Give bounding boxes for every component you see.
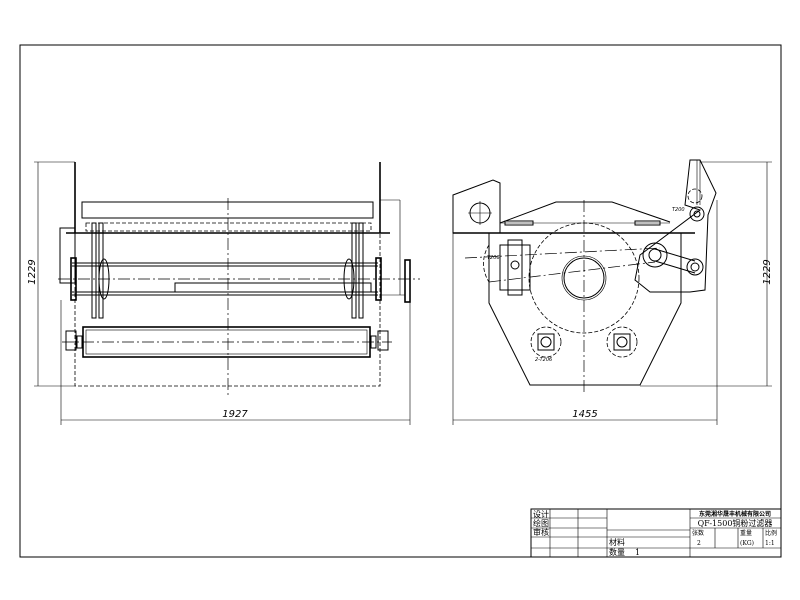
drawing-title: QF-1500铜粉过滤器 [698, 518, 773, 528]
drafting-label: 绘图 [533, 518, 549, 528]
side-dimensions: 1229 1455 [452, 161, 773, 425]
weight-unit: (KG) [740, 540, 754, 547]
sheets-value: 2 [697, 540, 701, 547]
review-label: 审核 [533, 527, 549, 537]
bolt-left [530, 326, 562, 358]
side-width-dimension: 1455 [572, 409, 597, 420]
title-block: 设计 绘图 审核 材料 数量 1 东莞湘华晟丰机械有限公司 QF-1500铜粉过… [530, 508, 782, 558]
company-name: 东莞湘华晟丰机械有限公司 [699, 510, 771, 518]
front-view [58, 162, 420, 397]
scale-label: 比例 [765, 529, 777, 537]
front-dimensions: 1229 1927 [27, 161, 411, 425]
front-height-dimension: 1229 [27, 259, 38, 284]
sheets-label: 张数 [692, 529, 704, 537]
front-width-dimension: 1927 [222, 409, 248, 420]
material-label: 材料 [609, 537, 625, 547]
quantity-value: 1 [635, 548, 640, 557]
quantity-label: 数量 [609, 547, 625, 557]
side-height-dimension: 1229 [762, 259, 773, 284]
bolt-label: 2-T206 [535, 357, 552, 363]
design-label: 设计 [533, 509, 549, 519]
side-view: T206 2-T206 T200 [452, 159, 717, 395]
drawing-frame [19, 44, 782, 558]
bolt-right [606, 326, 638, 358]
pivot-label: T200 [672, 207, 685, 213]
clamp-label: T206 [487, 255, 500, 261]
scale-value: 1:1 [765, 540, 775, 547]
weight-label: 重量 [740, 529, 752, 537]
